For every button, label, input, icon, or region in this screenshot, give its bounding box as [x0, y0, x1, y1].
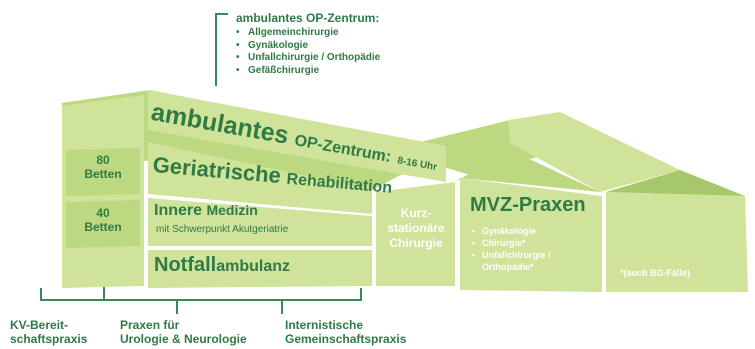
beds-40-label: 40 Betten	[78, 206, 128, 234]
beds-panel-40	[66, 200, 140, 248]
mvz-roof	[455, 150, 600, 192]
floor-notfall	[148, 250, 372, 288]
mvz-item-line1: Unfallchirurgie /	[482, 250, 551, 260]
bottom-bracket-line	[40, 288, 362, 301]
intern-line1: Internistische	[285, 318, 364, 332]
mvz-item: Chirurgie*	[472, 237, 551, 249]
beds-80-label: 80 Betten	[78, 153, 128, 181]
op-callout-item: Gynäkologie	[236, 40, 380, 53]
beds-80-number: 80	[96, 153, 110, 167]
kv-line1: KV-Bereit-	[10, 318, 69, 332]
innere-sub-label: mit Schwerpunkt Akutgeriatrie	[156, 224, 289, 235]
innere-label-rest: Medizin	[206, 202, 258, 218]
connector-lines	[40, 13, 362, 314]
floor-innere-label: Innere Medizin	[154, 202, 258, 220]
op-callout-item: Allgemeinchirurgie	[236, 27, 380, 40]
floor-notfall-label: Notfallambulanz	[154, 254, 290, 277]
op-callout-title: ambulantes OP-Zentrum:	[236, 11, 380, 25]
kurz-line3: Chirurgie	[389, 236, 443, 250]
mvz-list: Gynäkologie Chirurgie* Unfallchirurgie /…	[472, 225, 551, 273]
op-callout-item: Unfallchirurgie / Orthopädie	[236, 52, 380, 65]
kurzstationaer-block	[376, 182, 455, 286]
innere-label-main: Innere	[154, 202, 203, 219]
op-callout-list: Allgemeinchirurgie Gynäkologie Unfallchi…	[236, 27, 380, 77]
praxen-line2: Urologie & Neurologie	[120, 332, 247, 346]
floor-innere	[148, 198, 372, 246]
praxen-line1: Praxen für	[120, 318, 180, 332]
mvz-item-line2: Orthopädie*	[482, 262, 534, 272]
kurzstationaer-label: Kurz- stationäre Chirurgie	[378, 206, 454, 251]
floor-geriatrie	[148, 142, 372, 214]
op-label-hours: 8-16 Uhr	[396, 155, 438, 174]
mvz-item: Unfallchirurgie / Orthopädie*	[472, 249, 551, 273]
mvz-title: MVZ-Praxen	[470, 194, 586, 216]
intern-line2: Gemeinschaftspraxis	[285, 332, 407, 346]
mvz-footnote: *(auch BG-Fälle)	[620, 268, 691, 278]
op-callout-item: Gefäßchirurgie	[236, 65, 380, 78]
label-praxen-urologie-neurologie: Praxen für Urologie & Neurologie	[120, 318, 247, 346]
kv-line2: schaftspraxis	[10, 332, 88, 346]
label-kv-bereitschaftspraxis: KV-Bereit- schaftspraxis	[10, 318, 87, 346]
annex-roof-right	[508, 112, 680, 192]
beds-40-unit: Betten	[84, 220, 122, 234]
kurz-line2: stationäre	[387, 221, 445, 235]
beds-80-unit: Betten	[84, 167, 122, 181]
label-internistische-gemeinschaftspraxis: Internistische Gemeinschaftspraxis	[285, 318, 406, 346]
notfall-label-rest: ambulanz	[216, 258, 291, 275]
floor-op-zentrum	[148, 90, 446, 182]
op-callout-line	[215, 13, 228, 86]
right-wing-roof-edge	[606, 170, 745, 196]
kurz-line1: Kurz-	[400, 206, 432, 220]
right-wing-facade	[606, 192, 748, 292]
notfall-label-main: Notfall	[154, 254, 217, 276]
beds-panel-80	[66, 148, 140, 196]
beds-40-number: 40	[96, 206, 110, 220]
mvz-item: Gynäkologie	[472, 225, 551, 237]
